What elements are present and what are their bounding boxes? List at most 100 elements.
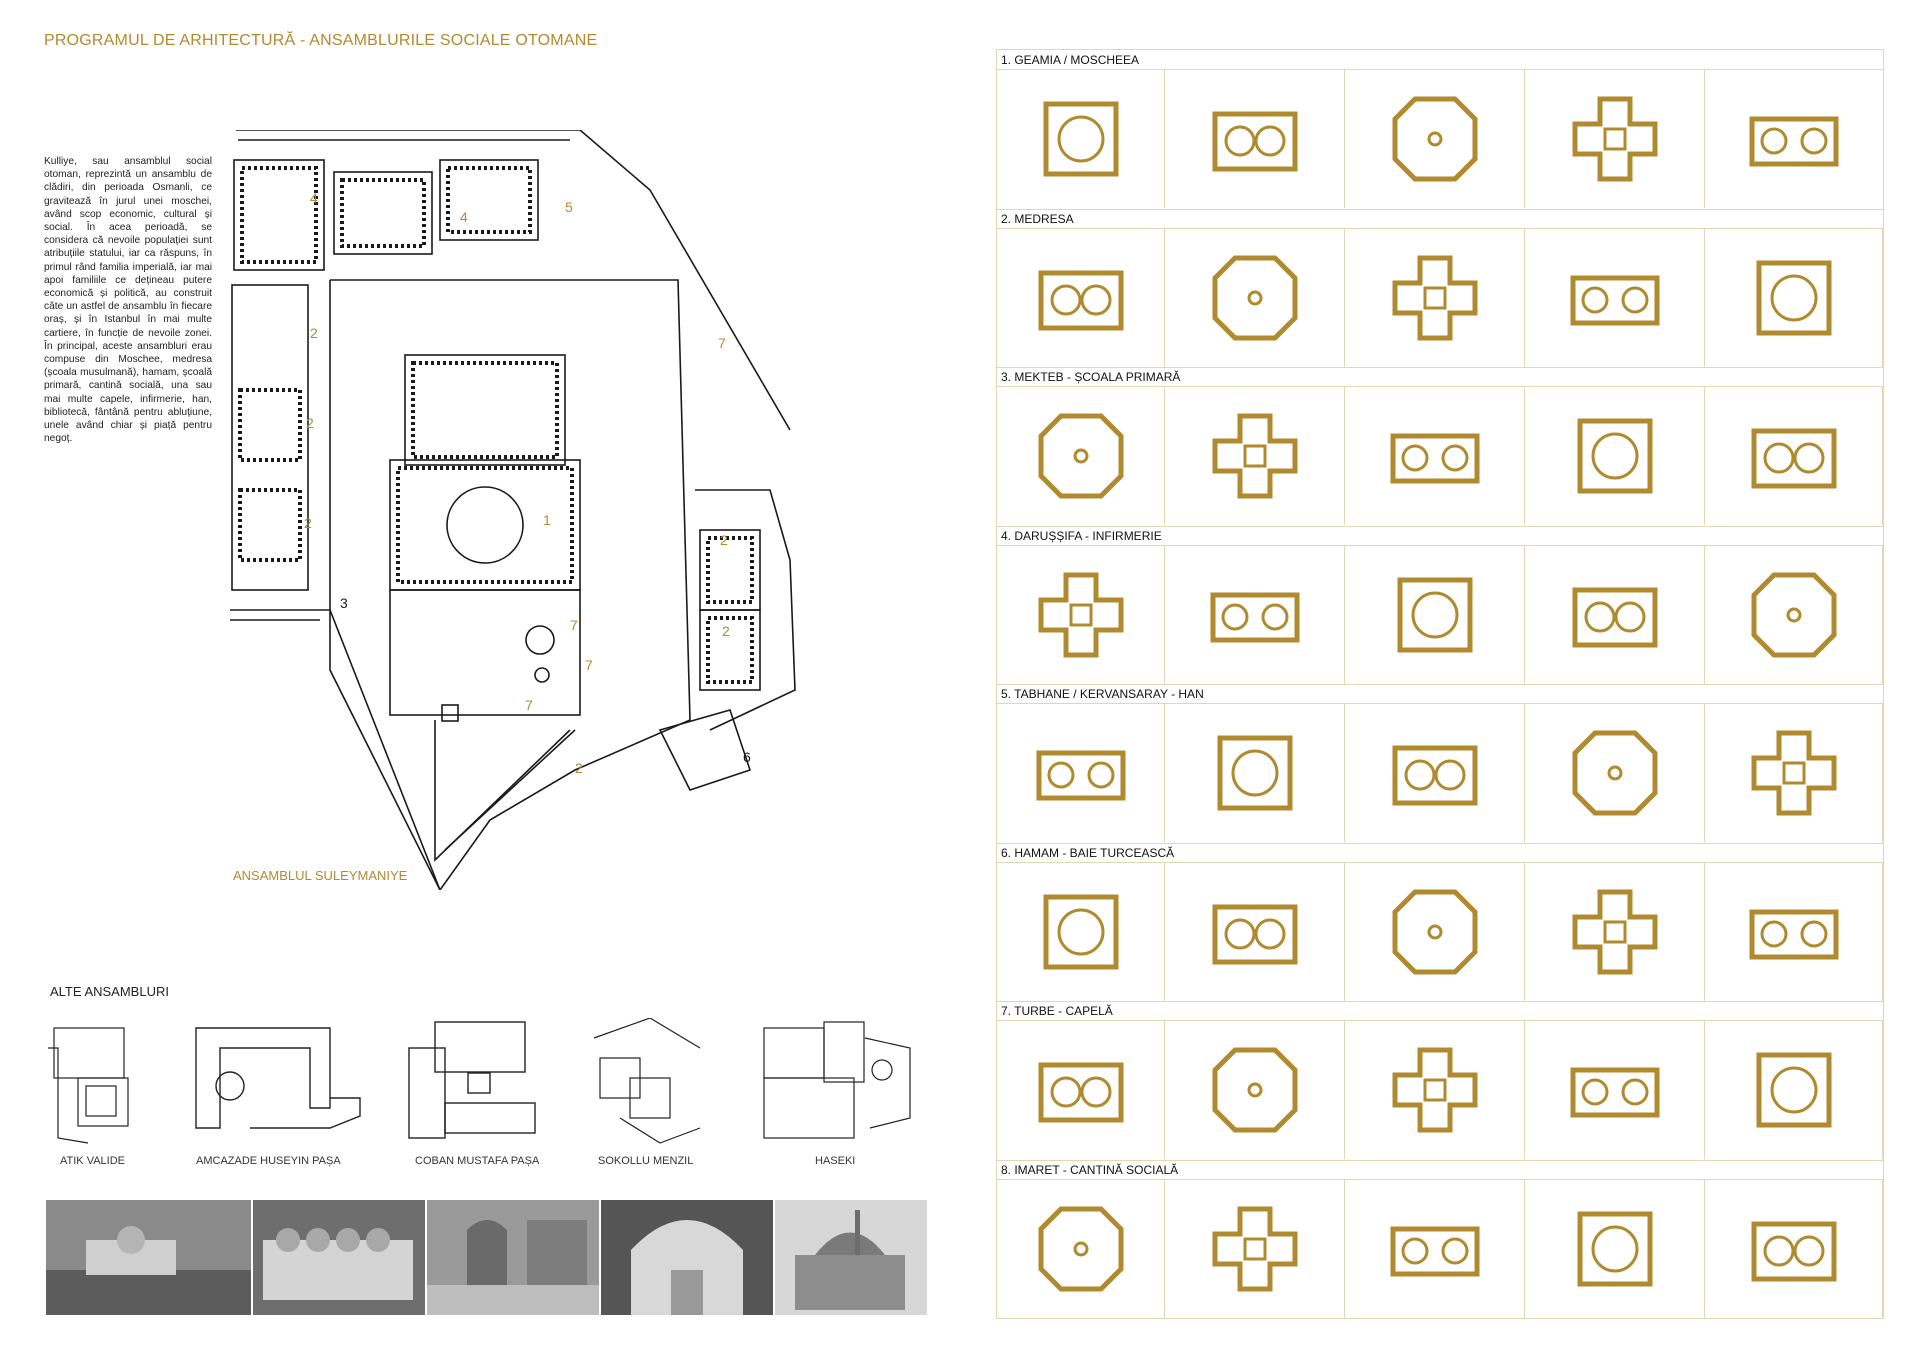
- building-plan-thumbnail: [1392, 889, 1477, 974]
- typology-category-label: 8. IMARET - CANTINĂ SOCIALĂ: [997, 1160, 1883, 1180]
- plan-number: 1: [543, 512, 551, 528]
- typology-row: 3. MEKTEB - ȘCOALA PRIMARĂ: [997, 367, 1883, 526]
- building-plan-thumbnail: [1212, 1047, 1297, 1133]
- typology-category-label: 1. GEAMIA / MOSCHEEA: [997, 50, 1883, 70]
- photo-domed-building: [253, 1200, 425, 1315]
- typology-row: 8. IMARET - CANTINĂ SOCIALĂ: [997, 1159, 1883, 1319]
- building-plan-thumbnail: [1577, 418, 1652, 494]
- typology-row: 4. DARUȘȘIFA - INFIRMERIE: [997, 525, 1883, 685]
- typology-row: 7. TURBE - CAPELĂ: [997, 1001, 1883, 1160]
- building-plan-thumbnail: [1572, 730, 1657, 816]
- row-divider: [997, 684, 1883, 685]
- plan-number: 3: [340, 595, 348, 611]
- typology-cell: [997, 862, 1165, 1001]
- photo-aerial-view: [46, 1200, 251, 1315]
- building-plan-thumbnail: [1751, 730, 1836, 816]
- typology-cell: [1165, 704, 1345, 842]
- building-plan-thumbnail: [1751, 572, 1836, 657]
- plan-number: 7: [585, 657, 593, 673]
- ensemble-plan-amcazade: [195, 1027, 361, 1129]
- building-plan-thumbnail: [1036, 750, 1125, 801]
- building-plan-thumbnail: [1751, 1221, 1836, 1281]
- plan-number: 2: [575, 760, 583, 776]
- typology-cell: [1165, 1021, 1345, 1159]
- typology-cell: [1705, 70, 1883, 208]
- typology-cell: [1345, 228, 1525, 367]
- typology-cell: [1525, 1021, 1705, 1159]
- typology-cell: [1525, 862, 1705, 1001]
- building-plan-thumbnail: [1572, 889, 1657, 974]
- other-ensembles-title: ALTE ANSAMBLURI: [50, 984, 169, 999]
- typology-row: 2. MEDRESA: [997, 208, 1883, 368]
- ensemble-label: SOKOLLU MENZIL: [598, 1155, 694, 1167]
- building-plan-thumbnail: [1756, 1052, 1831, 1128]
- photo-arcade: [601, 1200, 773, 1315]
- building-plan-thumbnail: [1212, 1206, 1297, 1291]
- typology-cell: [1705, 1179, 1883, 1318]
- building-plan-thumbnail: [1577, 1211, 1652, 1286]
- typology-category-label: 4. DARUȘȘIFA - INFIRMERIE: [997, 526, 1883, 546]
- typology-cell: [1705, 704, 1883, 842]
- ensemble-plan-sokollu: [593, 1018, 701, 1144]
- typology-cell: [1345, 862, 1525, 1001]
- ensemble-plan-coban: [408, 1021, 536, 1139]
- row-divider: [997, 1001, 1883, 1002]
- plan-number: 5: [565, 199, 573, 215]
- building-plan-thumbnail: [1570, 275, 1659, 325]
- building-plan-thumbnail: [1756, 260, 1831, 335]
- typology-cell: [1525, 1179, 1705, 1318]
- building-plan-thumbnail: [1390, 1226, 1479, 1276]
- plan-number: 6: [743, 749, 751, 765]
- plan-number: 2: [720, 532, 728, 548]
- ensemble-plan-atik-valide: [48, 1027, 129, 1144]
- typology-cell: [1705, 387, 1883, 525]
- plan-number: 2: [306, 415, 314, 431]
- ensemble-label: HASEKI: [815, 1155, 856, 1167]
- plan-number: 7: [718, 335, 726, 351]
- typology-cell: [1165, 1179, 1345, 1318]
- typology-cell: [1525, 545, 1705, 684]
- building-plan-thumbnail: [1217, 735, 1292, 811]
- building-plan-thumbnail: [1572, 587, 1657, 647]
- building-plan-thumbnail: [1212, 904, 1297, 964]
- ensemble-label: ATIK VALIDE: [60, 1155, 126, 1167]
- building-plan-thumbnail: [1210, 592, 1299, 642]
- plan-number: 4: [310, 190, 318, 206]
- typology-cell: [1525, 70, 1705, 208]
- building-plan-thumbnail: [1570, 1067, 1659, 1118]
- typology-cell: [1345, 545, 1525, 684]
- typology-cell: [1705, 862, 1883, 1001]
- building-plan-thumbnail: [1572, 96, 1657, 182]
- ensemble-label: AMCAZADE HUSEYIN PAȘA: [196, 1155, 341, 1167]
- row-divider: [997, 842, 1883, 844]
- ensemble-label: COBAN MUSTAFA PAȘA: [415, 1155, 540, 1167]
- typology-cell: [1165, 545, 1345, 684]
- typology-cell: [1345, 1021, 1525, 1159]
- typology-cell: [997, 387, 1165, 525]
- typology-cell: [1165, 387, 1345, 525]
- typology-cell: [1345, 1179, 1525, 1318]
- building-plan-thumbnail: [1043, 894, 1118, 969]
- typology-category-label: 3. MEKTEB - ȘCOALA PRIMARĂ: [997, 367, 1883, 387]
- typology-category-label: 7. TURBE - CAPELĂ: [997, 1001, 1883, 1021]
- building-plan-thumbnail: [1038, 413, 1123, 499]
- typology-cell: [1345, 704, 1525, 842]
- intro-text: Kulliye, sau ansamblul social otoman, re…: [44, 156, 212, 445]
- building-plan-thumbnail: [1212, 255, 1297, 340]
- row-divider: [997, 1159, 1883, 1161]
- suleymaniye-site-plan: 4 4 5 2 2 2 1 7 7 7 7 2 2 3 2 6: [230, 130, 796, 890]
- building-plan-thumbnail: [1038, 572, 1123, 657]
- typology-cell: [1165, 70, 1345, 208]
- typology-cell: [997, 704, 1165, 842]
- typology-cell: [1345, 70, 1525, 208]
- row-divider: [997, 367, 1883, 368]
- building-plan-thumbnail: [1212, 413, 1297, 499]
- typology-cell: [1345, 387, 1525, 525]
- typology-cell: [1705, 545, 1883, 684]
- typology-cell: [1705, 228, 1883, 367]
- typology-cell: [1525, 228, 1705, 367]
- building-plan-thumbnail: [1392, 745, 1477, 806]
- photo-mosque-exterior: [775, 1200, 927, 1315]
- plan-number: 7: [525, 697, 533, 713]
- plan-number: 4: [460, 209, 468, 225]
